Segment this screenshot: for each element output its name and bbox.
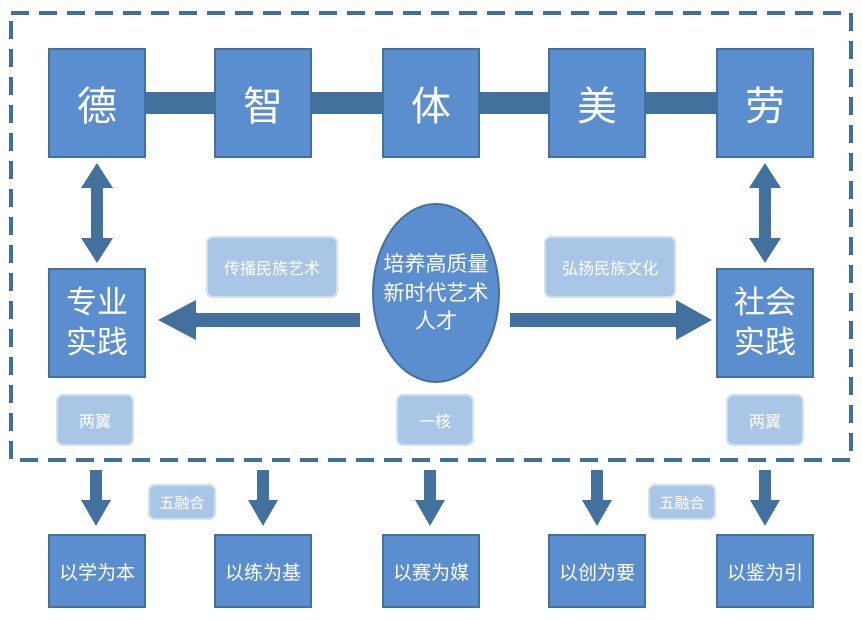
principle-label: 以赛为媒 bbox=[392, 561, 469, 584]
fusion-label-left: 五融合 bbox=[148, 484, 216, 520]
core-label: 一核 bbox=[396, 394, 474, 446]
virtue-label: 体 bbox=[411, 84, 451, 130]
core-line-2: 新时代艺术 bbox=[383, 280, 489, 305]
left-arrow-label: 传播民族艺术 bbox=[206, 236, 338, 298]
down-arrow-3 bbox=[415, 470, 445, 526]
principle-box-4: 以创为要 bbox=[548, 534, 646, 608]
right-arrow-label: 弘扬民族文化 bbox=[544, 236, 676, 298]
right-arrow bbox=[510, 300, 712, 340]
practice-line-2: 实践 bbox=[66, 325, 128, 361]
practice-line-1: 专业 bbox=[66, 284, 128, 321]
left-arrow bbox=[158, 300, 360, 340]
down-arrow-2 bbox=[248, 470, 278, 526]
virtue-box-ti: 体 bbox=[382, 48, 480, 158]
practice-line-1: 社会 bbox=[734, 284, 796, 321]
virtue-box-zhi: 智 bbox=[214, 48, 312, 158]
principle-box-3: 以赛为媒 bbox=[382, 534, 480, 608]
wing-label-left: 两翼 bbox=[56, 394, 134, 446]
virtue-label: 美 bbox=[577, 84, 617, 130]
principle-label: 以学为本 bbox=[58, 561, 135, 584]
principle-label: 以创为要 bbox=[558, 561, 635, 584]
down-arrow-1 bbox=[81, 470, 111, 526]
professional-practice-box: 专业 实践 bbox=[48, 268, 146, 378]
core-goal-ellipse: 培养高质量 新时代艺术 人才 bbox=[372, 203, 500, 383]
fusion-label-right: 五融合 bbox=[648, 484, 716, 520]
wing-label-right: 两翼 bbox=[726, 394, 804, 446]
virtue-box-de: 德 bbox=[48, 48, 146, 158]
principle-box-2: 以练为基 bbox=[214, 534, 312, 608]
right-double-arrow bbox=[749, 163, 781, 263]
virtue-label: 劳 bbox=[745, 84, 785, 130]
practice-line-2: 实践 bbox=[734, 325, 796, 361]
principle-label: 以鉴为引 bbox=[726, 561, 803, 584]
down-arrow-5 bbox=[750, 470, 780, 526]
dashed-frame bbox=[9, 11, 853, 462]
social-practice-box: 社会 实践 bbox=[716, 268, 814, 378]
down-arrow-4 bbox=[582, 470, 612, 526]
virtue-label: 智 bbox=[243, 84, 283, 130]
left-double-arrow bbox=[81, 163, 113, 263]
principle-box-5: 以鉴为引 bbox=[716, 534, 814, 608]
principle-box-1: 以学为本 bbox=[48, 534, 146, 608]
principle-label: 以练为基 bbox=[224, 561, 301, 584]
core-line-1: 培养高质量 bbox=[383, 252, 489, 277]
core-line-3: 人才 bbox=[415, 309, 457, 334]
virtue-label: 德 bbox=[77, 84, 117, 130]
virtue-box-lao: 劳 bbox=[716, 48, 814, 158]
virtue-box-mei: 美 bbox=[548, 48, 646, 158]
